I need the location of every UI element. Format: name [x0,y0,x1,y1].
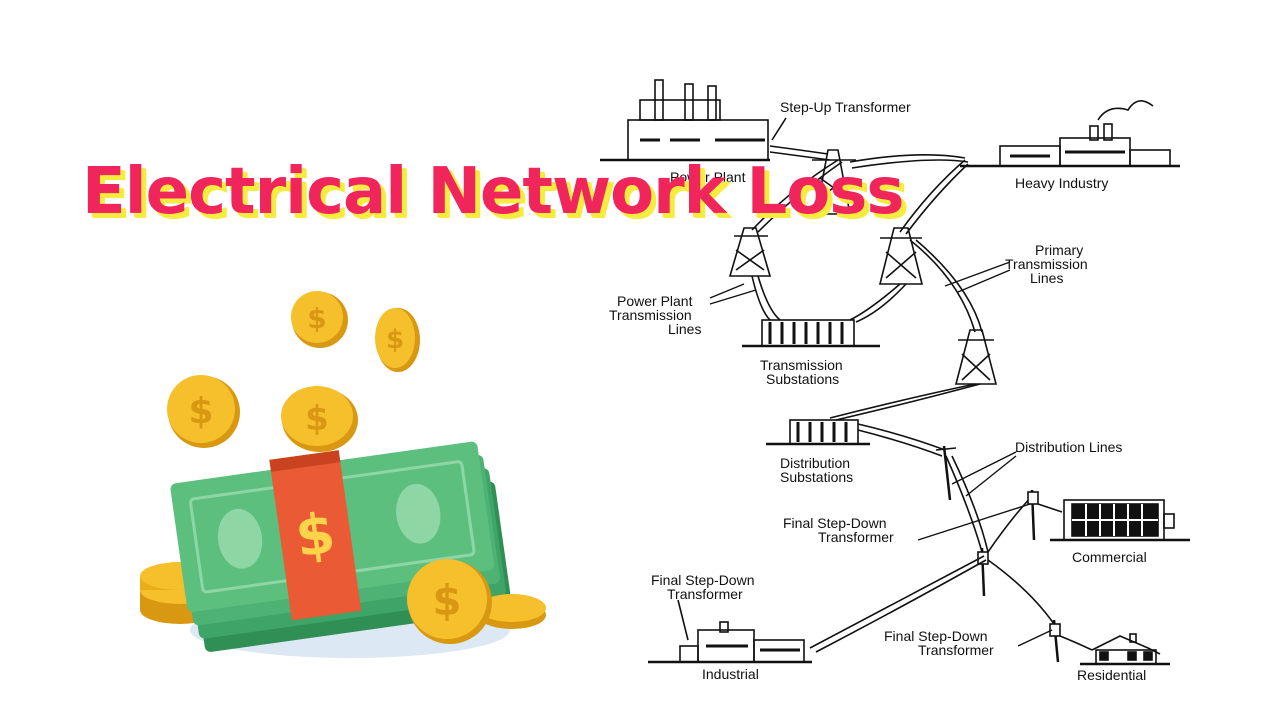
commercial-building-icon [1050,499,1190,542]
label-heavy-industry: Heavy Industry [1015,175,1108,191]
svg-text:$: $ [307,302,326,335]
coin-icon: $ [375,308,420,372]
transmission-tower-icon [728,227,772,277]
label-primary-2: Transmission [1005,256,1088,272]
transmission-substation-icon [742,319,880,348]
label-fsd-left-1: Final Step-Down [651,572,755,588]
heavy-industry-icon [960,100,1180,168]
coin-icon [478,594,546,629]
svg-text:$: $ [188,391,213,432]
dollar-icon: $ [292,501,340,571]
utility-pole-icon [942,445,952,501]
label-industrial: Industrial [702,666,759,682]
coin-icon: $ [407,559,492,644]
transmission-tower-icon [812,149,856,215]
svg-text:$: $ [432,576,461,625]
industrial-building-icon [648,621,812,664]
pointer-arrows [709,261,1053,647]
money-illustration: $ $ $ $ $ $ [140,291,546,658]
label-dsub-2: Substations [780,469,853,485]
distribution-substation-icon [766,419,870,446]
label-fsd-right-1: Final Step-Down [884,628,988,644]
coin-icon: $ [291,291,348,348]
money-band [269,450,362,621]
power-plant-icon [600,79,770,162]
label-pptl-1: Power Plant [617,293,693,309]
label-distribution-lines: Distribution Lines [1015,439,1122,455]
coin-icon: $ [167,375,240,448]
svg-text:$: $ [386,325,404,355]
label-primary-1: Primary [1035,242,1083,258]
label-commercial: Commercial [1072,549,1147,565]
label-pptl-3: Lines [668,321,701,337]
transmission-tower-icon [954,329,998,385]
label-fsd-left-2: Transformer [667,586,743,602]
label-tsub-2: Substations [766,371,839,387]
banknote-stack: $ [170,441,512,652]
label-dsub-1: Distribution [780,455,850,471]
label-power-plant: Power Plant [670,169,746,185]
label-primary-3: Lines [1030,270,1063,286]
label-pptl-2: Transmission [609,307,692,323]
svg-text:$: $ [305,399,329,439]
coin-icon: $ [281,386,358,452]
label-residential: Residential [1077,667,1146,683]
label-fsd-right-2: Transformer [918,642,994,658]
label-tsub-1: Transmission [760,357,843,373]
label-step-up-transformer: Step-Up Transformer [780,99,911,115]
label-fsd-mid-2: Transformer [818,529,894,545]
page-title: Electrical Network Loss [82,155,904,229]
label-fsd-mid-1: Final Step-Down [783,515,887,531]
transmission-tower-icon [878,227,924,285]
residential-house-icon [1080,633,1170,666]
